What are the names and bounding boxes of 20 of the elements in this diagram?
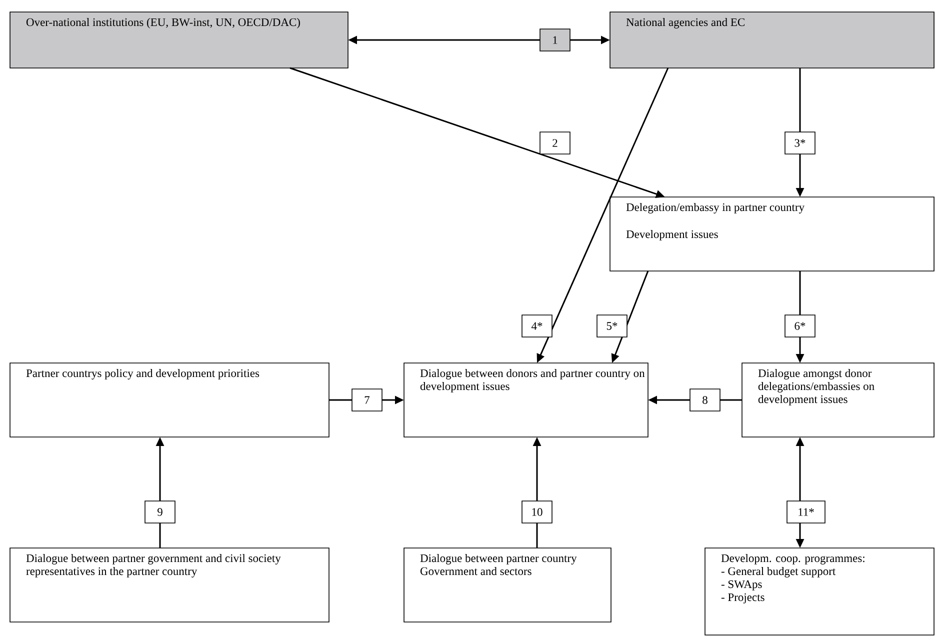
text-box: Over-national institutions (EU, BW-inst, UN, OECD/DAC) — [10, 12, 348, 68]
edge-label: 7 — [352, 388, 382, 412]
edge-label: 4* — [522, 314, 552, 338]
edge-label: 8 — [690, 388, 720, 412]
text-box: National agencies and EC — [610, 12, 934, 68]
text-box: Dialogue between donors and partner country on development issues — [404, 362, 648, 438]
edge-label: 6* — [784, 314, 816, 338]
edge-label: 2 — [540, 132, 570, 154]
text-box: Developm. coop. programmes: - General budget support - SWAps - Projects — [704, 548, 934, 636]
text-box: Partner countrys policy and development priorities — [10, 362, 330, 438]
edge-label: 11* — [786, 500, 826, 524]
edge-label: 5* — [596, 314, 628, 338]
edge-label: 10 — [522, 500, 552, 524]
text-box: Dialogue amongst donor delegations/embassies on development issues — [742, 362, 934, 438]
text-box: Delegation/embassy in partner country Development issues — [610, 196, 934, 272]
edge-label: 3* — [784, 132, 816, 154]
text-box: Dialogue between partner government and civil society representatives in the partner country — [10, 548, 330, 622]
edge-label: 1 — [540, 28, 570, 52]
text-box: Dialogue between partner country Government and sectors — [404, 548, 612, 622]
edge-label: 9 — [144, 500, 176, 524]
